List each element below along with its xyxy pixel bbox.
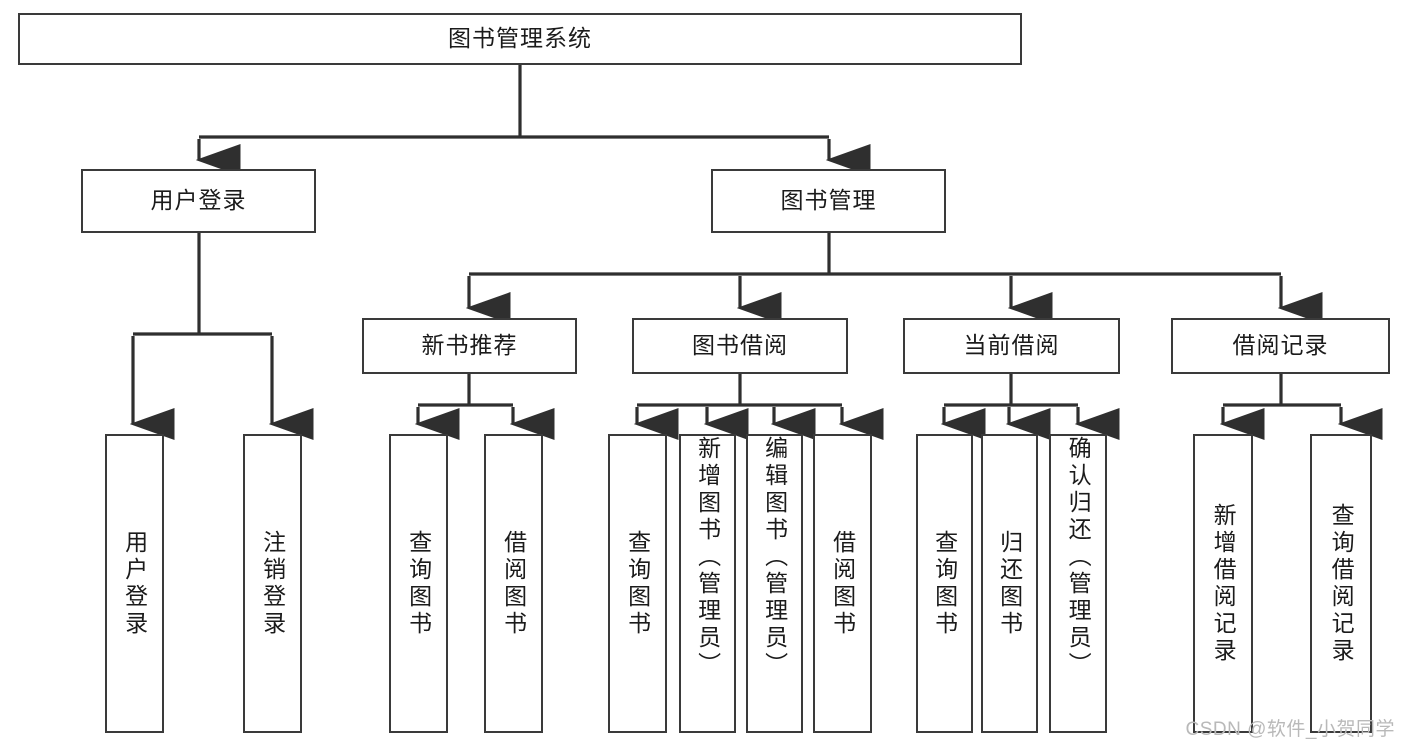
node-leaf-add-book[interactable]: 新增图书（管理员）	[679, 434, 736, 733]
node-label: 查询图书	[405, 529, 432, 638]
node-label: 当前借阅	[963, 332, 1060, 359]
node-book-manage[interactable]: 图书管理	[711, 169, 946, 233]
node-leaf-user-login[interactable]: 用户登录	[105, 434, 164, 733]
node-current-borrow[interactable]: 当前借阅	[903, 318, 1120, 374]
node-leaf-edit-book[interactable]: 编辑图书（管理员）	[746, 434, 803, 733]
node-label: 确认归还（管理员）	[1065, 436, 1092, 679]
node-label: 图书管理	[780, 187, 877, 214]
node-label: 查询图书	[624, 529, 651, 638]
node-label: 用户登录	[150, 187, 247, 214]
node-user-login[interactable]: 用户登录	[81, 169, 316, 233]
node-label: 查询图书	[931, 529, 958, 638]
node-label: 查询借阅记录	[1328, 502, 1355, 665]
node-leaf-borrow-book-1[interactable]: 借阅图书	[484, 434, 543, 733]
node-leaf-borrow-book-2[interactable]: 借阅图书	[813, 434, 872, 733]
node-leaf-confirm-return[interactable]: 确认归还（管理员）	[1049, 434, 1107, 733]
node-label: 归还图书	[996, 529, 1023, 638]
node-leaf-add-record[interactable]: 新增借阅记录	[1193, 434, 1253, 733]
node-new-book-recommend[interactable]: 新书推荐	[362, 318, 577, 374]
node-leaf-query-book-2[interactable]: 查询图书	[608, 434, 667, 733]
node-leaf-logout-login[interactable]: 注销登录	[243, 434, 302, 733]
node-label: 新增借阅记录	[1210, 502, 1237, 665]
node-label: 新增图书（管理员）	[694, 436, 721, 679]
node-label: 图书借阅	[692, 332, 788, 359]
node-book-borrow[interactable]: 图书借阅	[632, 318, 848, 374]
node-label: 借阅图书	[500, 529, 527, 638]
node-leaf-query-record[interactable]: 查询借阅记录	[1310, 434, 1372, 733]
node-leaf-return-book[interactable]: 归还图书	[981, 434, 1038, 733]
node-leaf-query-book-3[interactable]: 查询图书	[916, 434, 973, 733]
node-borrow-record[interactable]: 借阅记录	[1171, 318, 1390, 374]
node-label: 用户登录	[121, 529, 148, 638]
node-label: 新书推荐	[421, 332, 518, 359]
node-root-system[interactable]: 图书管理系统	[18, 13, 1022, 65]
node-label: 注销登录	[259, 529, 286, 638]
node-label: 借阅图书	[829, 529, 856, 638]
node-leaf-query-book-1[interactable]: 查询图书	[389, 434, 448, 733]
node-label: 借阅记录	[1232, 332, 1329, 359]
node-label: 编辑图书（管理员）	[761, 436, 788, 679]
node-label: 图书管理系统	[448, 25, 592, 52]
